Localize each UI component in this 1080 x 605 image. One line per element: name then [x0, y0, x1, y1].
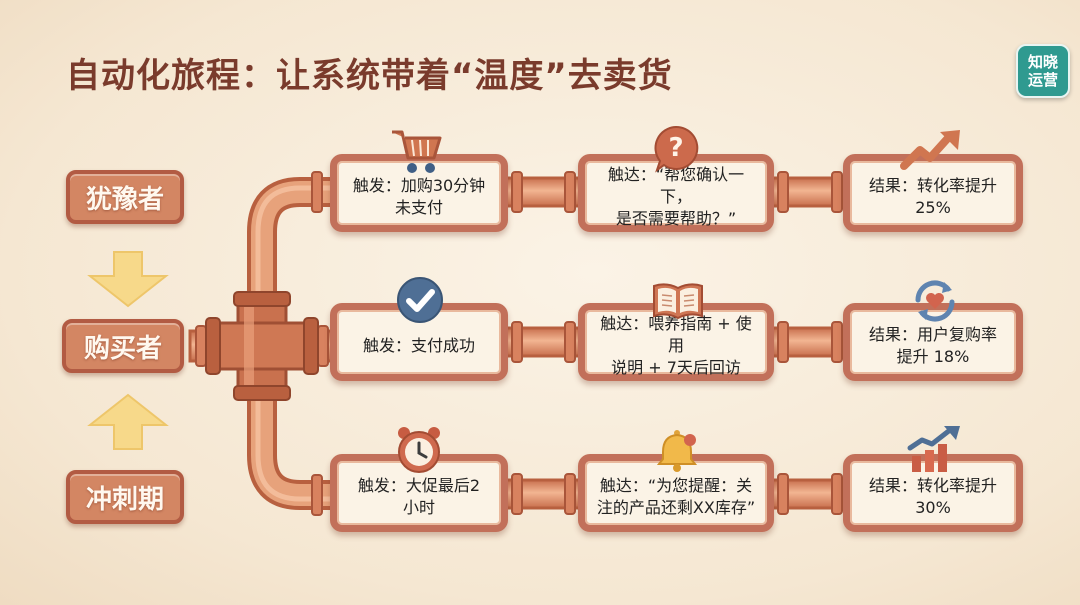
question-bubble-icon: ?: [654, 125, 699, 173]
touch-text-2: 触达：喂养指南 + 使用 说明 + 7天后回访: [600, 314, 752, 377]
touch-text-1: 触达：“帮您确认一下， 是否需要帮助？”: [607, 165, 745, 228]
arrow-down-icon: [87, 251, 169, 308]
page-title: 自动化旅程：让系统带着“温度”去卖货: [66, 56, 673, 96]
bar-chart-up-icon: [907, 426, 960, 472]
open-book-icon: [653, 283, 703, 320]
checkmark-badge-icon: [397, 277, 443, 323]
stage-label-buyer: 购买者: [62, 319, 184, 373]
shopping-cart-icon: [392, 130, 442, 173]
stage-label-sprint: 冲刺期: [66, 470, 184, 524]
result-text-1: 结果：转化率提升 25%: [868, 176, 997, 217]
trigger-card-1: 触发：加购30分钟 未支付: [330, 154, 508, 232]
stage-label-hesitant: 犹豫者: [66, 170, 184, 224]
trigger-text-2: 触发：支付成功: [362, 336, 475, 355]
stage-sprint-text: 冲刺期: [85, 484, 164, 515]
arrow-up-icon: [87, 393, 169, 450]
brand-logo: 知晓 运营: [1016, 44, 1070, 98]
svg-text:?: ?: [668, 133, 683, 163]
logo-line-2: 运营: [1027, 71, 1058, 89]
stage-buyer-text: 购买者: [83, 333, 162, 364]
result-text-2: 结果：用户复购率 提升 18%: [868, 325, 997, 366]
stage-hesitant-text: 犹豫者: [85, 184, 164, 215]
result-text-3: 结果：转化率提升 30%: [868, 476, 997, 517]
logo-line-1: 知晓: [1027, 53, 1058, 71]
touch-text-3: 触达：“为您提醒：关 注的产品还剩XX库存”: [596, 476, 756, 517]
refresh-heart-icon: [915, 280, 955, 322]
alarm-clock-icon: [398, 427, 440, 473]
trigger-text-3: 触发：大促最后2 小时: [357, 476, 481, 517]
bell-icon: [656, 430, 698, 472]
trigger-text-1: 触发：加购30分钟 未支付: [352, 176, 486, 217]
trend-up-arrow-icon: [900, 130, 960, 170]
